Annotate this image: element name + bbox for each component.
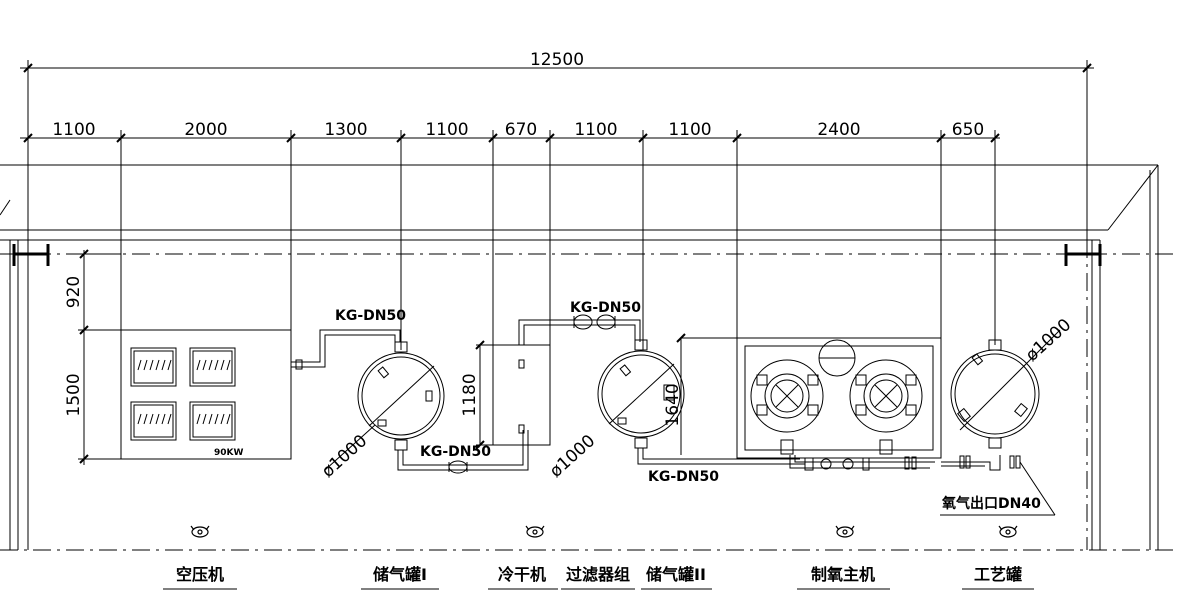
tank2-height-dim	[680, 337, 740, 455]
label-dryer: 冷干机	[498, 565, 546, 584]
segment-dim-8: 2400	[817, 120, 860, 140]
pipe-label-tank1-dryer: KG-DN50	[420, 444, 491, 460]
segment-dim-5: 670	[505, 120, 537, 140]
tank2-diameter: ø1000	[546, 431, 599, 482]
pipe-label-filter: KG-DN50	[570, 300, 641, 316]
process-tank	[940, 329, 1061, 516]
overall-dimension	[20, 60, 1094, 550]
column-right	[1064, 244, 1102, 266]
label-filter-group: 过滤器组	[566, 565, 630, 584]
refrigerated-dryer	[476, 344, 551, 446]
dryer-height: 1180	[460, 373, 480, 416]
building-outline	[0, 164, 1159, 550]
oxygen-generator	[736, 337, 942, 471]
storage-tank-1	[357, 341, 445, 451]
pipe-label-tank2: KG-DN50	[648, 469, 719, 485]
pipe-tank1-to-dryer	[397, 430, 529, 474]
storage-tank-2	[597, 339, 685, 449]
label-oxygen-generator: 制氧主机	[811, 565, 875, 584]
compressor-dim-1500: 1500	[64, 373, 84, 416]
segment-dim-4: 1100	[425, 120, 468, 140]
overall-dimension-value: 12500	[530, 50, 584, 70]
segment-dim-2: 2000	[184, 120, 227, 140]
tank2-height-value: 1640	[663, 383, 683, 426]
column-left	[12, 244, 50, 266]
label-process-tank: 工艺罐	[974, 565, 1022, 584]
compressor-dim-920: 920	[64, 276, 84, 308]
label-air-compressor: 空压机	[176, 565, 224, 584]
tank1-diameter: ø1000	[318, 431, 371, 482]
label-storage-tank-2: 储气罐II	[645, 565, 706, 584]
pipe-dryer-to-tank2	[518, 314, 641, 345]
operator-symbols	[190, 525, 1018, 538]
segment-dim-6: 1100	[574, 120, 617, 140]
segment-dim-1: 1100	[52, 120, 95, 140]
pipe-tank2-to-generator	[637, 448, 805, 465]
segment-dim-9: 650	[952, 120, 984, 140]
pipe-compressor-to-tank1	[291, 329, 401, 370]
oxygen-outlet-label: 氧气出口DN40	[941, 495, 1041, 512]
compressor-power: 90KW	[214, 448, 243, 458]
air-compressor	[120, 329, 292, 460]
process-tank-diameter: ø1000	[1022, 315, 1075, 366]
axis-lines	[0, 240, 1178, 551]
segment-dim-3: 1300	[324, 120, 367, 140]
label-storage-tank-1: 储气罐I	[372, 565, 427, 584]
segment-dim-7: 1100	[668, 120, 711, 140]
compressor-vertical-dims	[78, 250, 121, 465]
pipe-label-inlet: KG-DN50	[335, 308, 406, 324]
